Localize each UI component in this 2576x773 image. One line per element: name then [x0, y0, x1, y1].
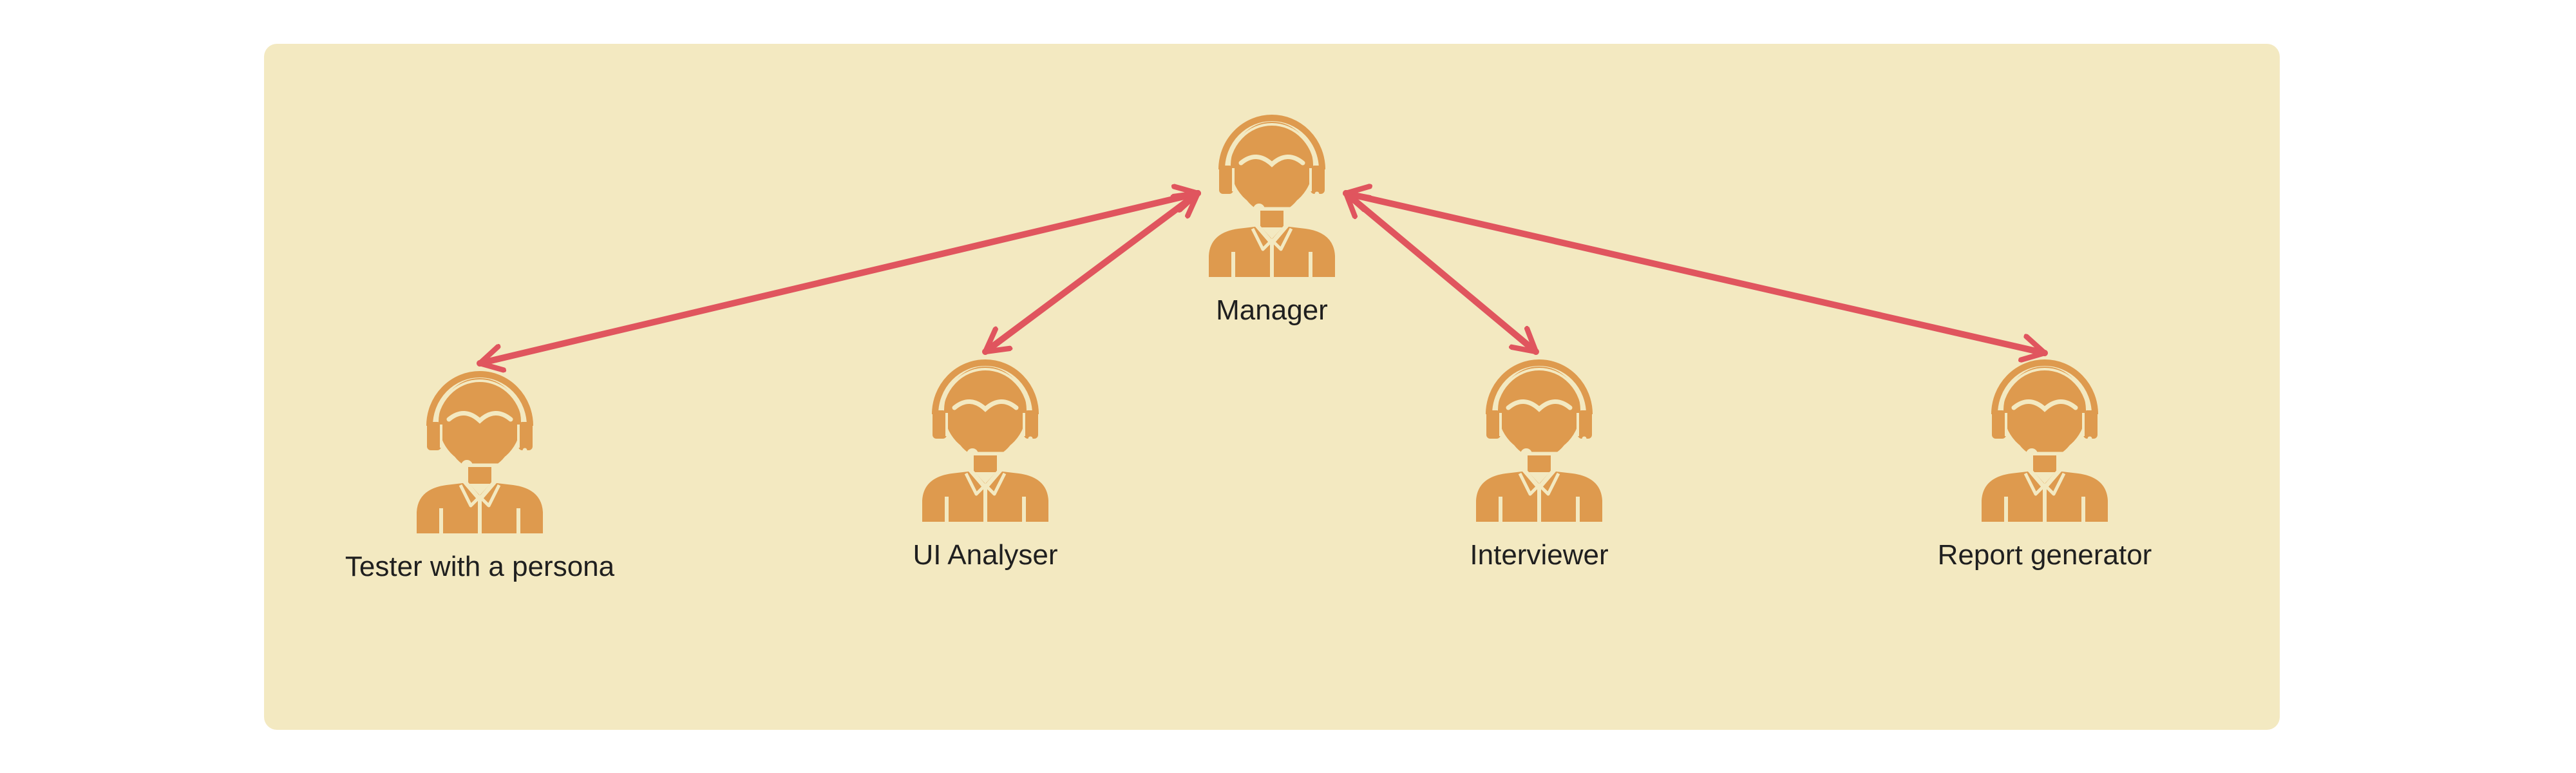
node-label-ui-analyser: UI Analyser — [913, 539, 1058, 571]
headset-agent-icon — [1475, 351, 1604, 522]
node-label-report-generator: Report generator — [1937, 539, 2152, 571]
node-label-tester: Tester with a persona — [345, 551, 615, 582]
headset-agent-icon — [921, 351, 1050, 522]
node-manager: Manager — [1124, 106, 1420, 338]
node-report-generator: Report generator — [1897, 351, 2193, 583]
node-tester: Tester with a persona — [332, 363, 628, 595]
headset-agent-icon — [415, 363, 544, 533]
node-label-interviewer: Interviewer — [1470, 539, 1609, 571]
node-ui-analyser: UI Analyser — [837, 351, 1133, 583]
node-interviewer: Interviewer — [1391, 351, 1687, 583]
headset-agent-icon — [1980, 351, 2109, 522]
node-label-manager: Manager — [1216, 294, 1328, 326]
headset-agent-icon — [1208, 106, 1336, 277]
